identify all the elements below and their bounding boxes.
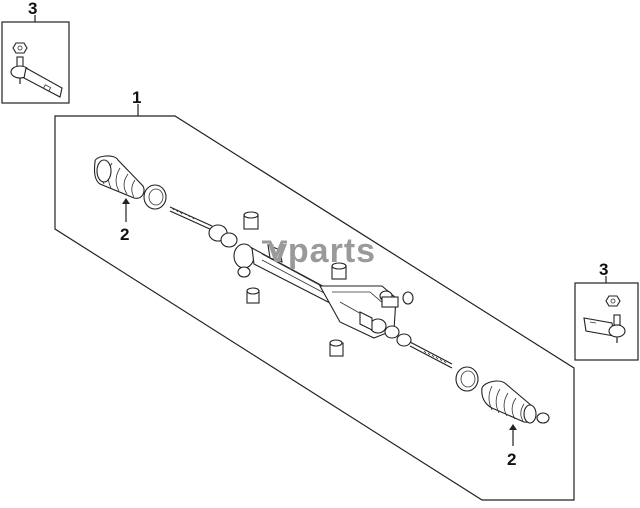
- mount-bushing-3: [331, 262, 347, 280]
- steering-rack-assembly-group[interactable]: 1 2: [54, 88, 575, 501]
- watermark: vparts: [262, 232, 376, 270]
- tie-rod-end-right-group[interactable]: 3: [574, 260, 639, 361]
- mount-bushing-2: [246, 287, 260, 304]
- callout-2-right-arrow: [509, 424, 517, 430]
- callout-3-right: 3: [599, 260, 608, 279]
- callout-2-left: 2: [120, 225, 129, 244]
- tie-rod-end-right-nut: [605, 295, 621, 307]
- tie-rod-end-right-nut-hole: [610, 298, 616, 304]
- tie-rod-end-left: [10, 56, 63, 98]
- mount-bushing-1: [243, 211, 259, 230]
- boot-left[interactable]: [93, 155, 145, 199]
- assembly-frame: [54, 115, 575, 501]
- mount-bushing-4: [329, 339, 344, 357]
- boot-clamp-right: [455, 366, 479, 392]
- inner-tie-rod-left: [169, 206, 238, 248]
- callout-2-left-arrow: [122, 198, 130, 204]
- boot-clamp-left: [143, 184, 167, 210]
- tie-rod-end-left-nut-hole: [17, 45, 23, 51]
- callout-1: 1: [132, 88, 141, 107]
- tie-rod-end-left-group[interactable]: 3: [1, 0, 70, 104]
- watermark-text: vparts: [268, 232, 376, 270]
- tie-rod-end-right: [583, 314, 626, 343]
- boot-right[interactable]: [481, 380, 550, 424]
- callout-2-right: 2: [507, 450, 516, 469]
- watermark-logo-mark: [262, 240, 287, 260]
- tie-rod-end-left-nut: [12, 42, 28, 54]
- rack-housing: [233, 243, 414, 339]
- inner-tie-rod-right: [396, 333, 453, 369]
- callout-3-left: 3: [28, 0, 37, 18]
